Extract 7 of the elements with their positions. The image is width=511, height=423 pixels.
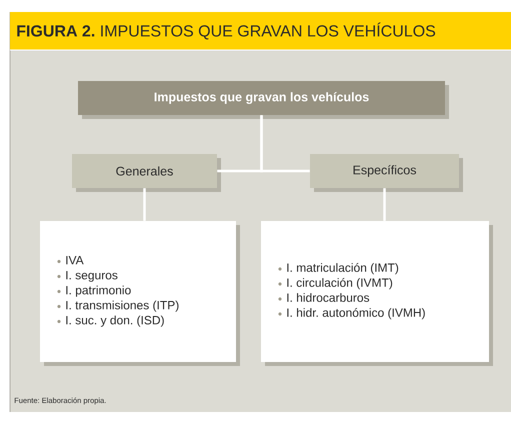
category-box: Generales [72, 154, 221, 192]
category-box: Específicos [310, 154, 463, 192]
connector-line [143, 188, 146, 221]
title-box: Impuestos que gravan los vehículos [78, 81, 449, 119]
connector-line [260, 115, 310, 172]
figure-title: FIGURA 2. IMPUESTOS QUE GRAVAN LOS VEHÍCULOS [17, 22, 436, 40]
connector-line [383, 188, 386, 221]
